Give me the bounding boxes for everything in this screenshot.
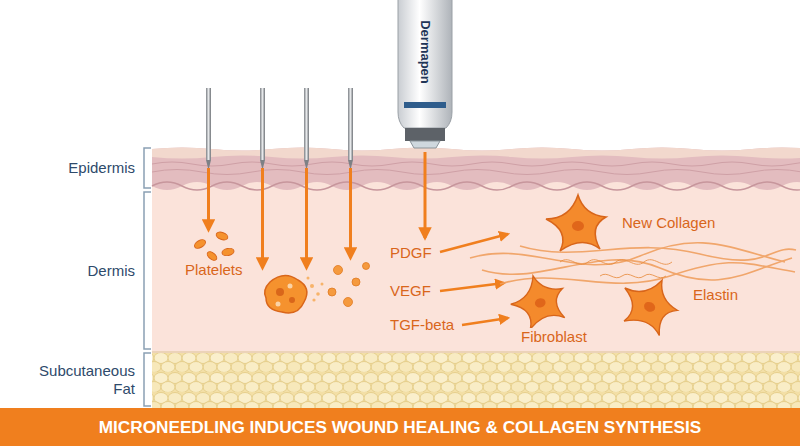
growth-factor: PDGF	[390, 244, 432, 262]
device-brand: Dermapen	[416, 20, 434, 84]
growth-factor: VEGF	[390, 282, 431, 300]
cell-label: Fibroblast	[518, 328, 590, 346]
layer-label: Epidermis	[20, 159, 135, 177]
layer-label: Dermis	[20, 262, 135, 280]
banner-title: MICRONEEDLING INDUCES WOUND HEALING & CO…	[0, 408, 800, 446]
fiber-label: New Collagen	[622, 214, 715, 232]
growth-factor: TGF-beta	[390, 316, 454, 334]
fiber-label: Elastin	[690, 286, 741, 304]
layer-label: Subcutaneous Fat	[30, 362, 135, 398]
cell-label: Platelets	[185, 261, 243, 279]
